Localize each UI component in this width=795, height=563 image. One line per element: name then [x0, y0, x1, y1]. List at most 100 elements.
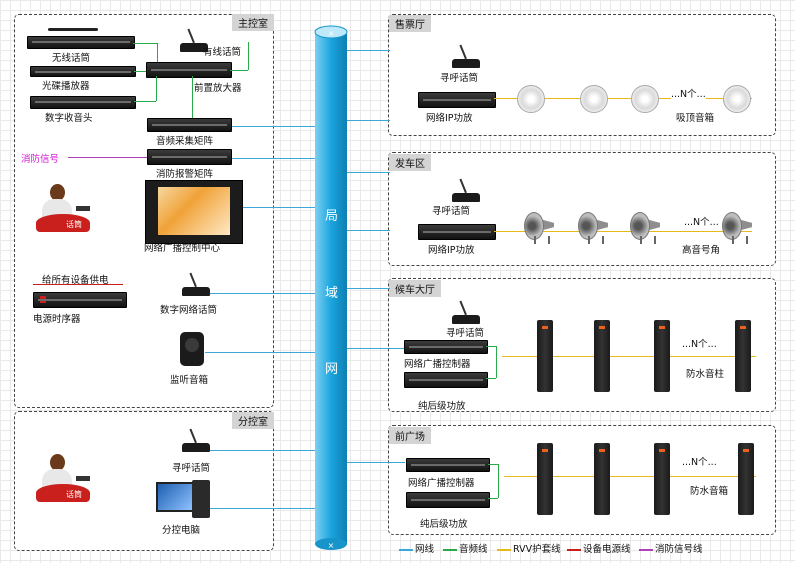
monitor-speaker-label: 监听音箱 [170, 375, 209, 386]
legend-swatch [443, 548, 457, 551]
power-note-label: 给所有设备供电 [42, 275, 109, 286]
legend-item-fire: 消防信号线 [639, 541, 703, 555]
wired-mic-label: 有线话筒 [203, 47, 242, 58]
departure-zone [388, 152, 776, 266]
net-line-monitor [205, 352, 330, 353]
power-line-red [33, 284, 123, 285]
net-line-waiting-ctrl [330, 348, 405, 349]
net-line-ticket-amp [330, 120, 390, 121]
audio-line-wireless [133, 43, 157, 44]
wireless-mic-handheld-icon [48, 24, 108, 34]
waiting-hall-title: 候车大厅 [389, 280, 441, 297]
plaza-audio-link [498, 464, 499, 498]
fire-matrix-label: 消防报警矩阵 [156, 169, 214, 180]
net-line-departure [330, 172, 390, 173]
control-center-rack [145, 180, 243, 244]
legend-item-audio: 音频线 [443, 541, 488, 555]
digital-mic-icon [182, 266, 210, 296]
ceiling-speaker-1-icon [517, 85, 545, 113]
plaza-amp-label: 纯后级功放 [420, 519, 468, 530]
lan-label-1: 局 [325, 209, 339, 224]
svg-text:×: × [328, 29, 335, 38]
fire-signal-line [68, 157, 147, 158]
net-line-departure-amp [330, 230, 390, 231]
departure-speaker-line [494, 231, 752, 232]
sub-pc-tower [192, 480, 210, 518]
horn-speaker-2-icon [578, 212, 612, 246]
preamp-device [146, 62, 232, 78]
ticket-speaker-line [494, 98, 752, 99]
fire-matrix-device [147, 149, 232, 165]
departure-paging-mic-icon [452, 172, 480, 202]
audio-line-preamp-down [192, 76, 193, 118]
lan-label-3: 网 [325, 362, 339, 377]
net-line-audio-matrix [230, 126, 330, 127]
plaza-speaker-line [504, 476, 756, 477]
cd-player-device [30, 66, 136, 77]
preamp-label: 前置放大器 [194, 83, 242, 94]
wired-mic-icon [180, 22, 208, 52]
legend-label: 音频线 [459, 544, 488, 555]
departure-title: 发车区 [389, 154, 431, 171]
waterproof-speaker-2-icon [594, 443, 610, 515]
cd-player-label: 光碟播放器 [42, 81, 90, 92]
control-center-screen [158, 187, 230, 235]
lan-backbone-cylinder: × × [314, 25, 348, 550]
ticket-amp-label: 网络IP功放 [426, 113, 473, 124]
net-line-digital-mic [200, 293, 330, 294]
column-speaker-1-icon [537, 320, 553, 392]
legend-item-network: 网线 [399, 541, 434, 555]
main-operator-icon: 话筒 [36, 184, 92, 234]
sub-pc-icon [156, 480, 214, 520]
main-control-room-title: 主控室 [232, 14, 274, 31]
sub-paging-mic-label: 寻呼话筒 [172, 463, 211, 474]
audio-matrix-device [147, 118, 232, 132]
net-line-control-center [240, 207, 330, 208]
svg-text:×: × [328, 541, 335, 550]
waterproof-speaker-1-icon [537, 443, 553, 515]
power-sequencer-device [33, 292, 127, 308]
column-speaker-3-icon [654, 320, 670, 392]
wireless-mic-receiver [27, 36, 135, 49]
net-line-ticket [330, 50, 390, 51]
main-operator-tag: 话筒 [66, 220, 82, 229]
waiting-audio-link [496, 346, 497, 378]
audio-matrix-label: 音频采集矩阵 [156, 136, 214, 147]
ticket-speaker-label: 吸顶音箱 [676, 113, 715, 124]
departure-speaker-label: 高音号角 [682, 245, 721, 256]
net-line-fire-matrix [230, 158, 330, 159]
audio-line-tuner [134, 101, 156, 102]
column-speaker-2-icon [594, 320, 610, 392]
digital-tuner-label: 数字收音头 [45, 113, 93, 124]
digital-tuner-device [30, 96, 136, 109]
power-sequencer-label: 电源时序器 [33, 314, 81, 325]
net-line-plaza [330, 462, 405, 463]
control-center-label: 网络广播控制中心 [144, 243, 221, 254]
legend-item-power: 设备电源线 [567, 541, 631, 555]
waiting-paging-mic-icon [452, 294, 480, 324]
monitor-speaker-icon [180, 332, 204, 366]
waiting-paging-mic-label: 寻呼话筒 [446, 328, 485, 339]
audio-line-wiredmic-v [248, 42, 249, 70]
sub-operator-icon: 话筒 [36, 454, 92, 504]
ceiling-speaker-4-icon [723, 85, 751, 113]
plaza-n-more: ...N个... [682, 454, 717, 468]
ticket-hall-title: 售票厅 [389, 15, 431, 32]
ticket-hall-zone [388, 14, 776, 136]
net-line-sub-mic [210, 450, 330, 451]
legend-swatch [639, 548, 653, 551]
ticket-paging-mic-icon [452, 38, 480, 68]
horn-speaker-4-icon [722, 212, 756, 246]
legend-swatch [497, 548, 511, 551]
audio-line-wiredmic [230, 70, 248, 71]
wireless-mic-label: 无线话筒 [52, 53, 91, 64]
waterproof-speaker-3-icon [654, 443, 670, 515]
ticket-paging-mic-label: 寻呼话筒 [440, 73, 479, 84]
horn-speaker-3-icon [630, 212, 664, 246]
legend-swatch [567, 548, 581, 551]
audio-line-tuner-v [156, 76, 157, 101]
legend-label: 设备电源线 [583, 544, 631, 555]
ceiling-speaker-2-icon [580, 85, 608, 113]
departure-amp-device [418, 224, 496, 240]
sub-pc-label: 分控电脑 [162, 525, 201, 536]
